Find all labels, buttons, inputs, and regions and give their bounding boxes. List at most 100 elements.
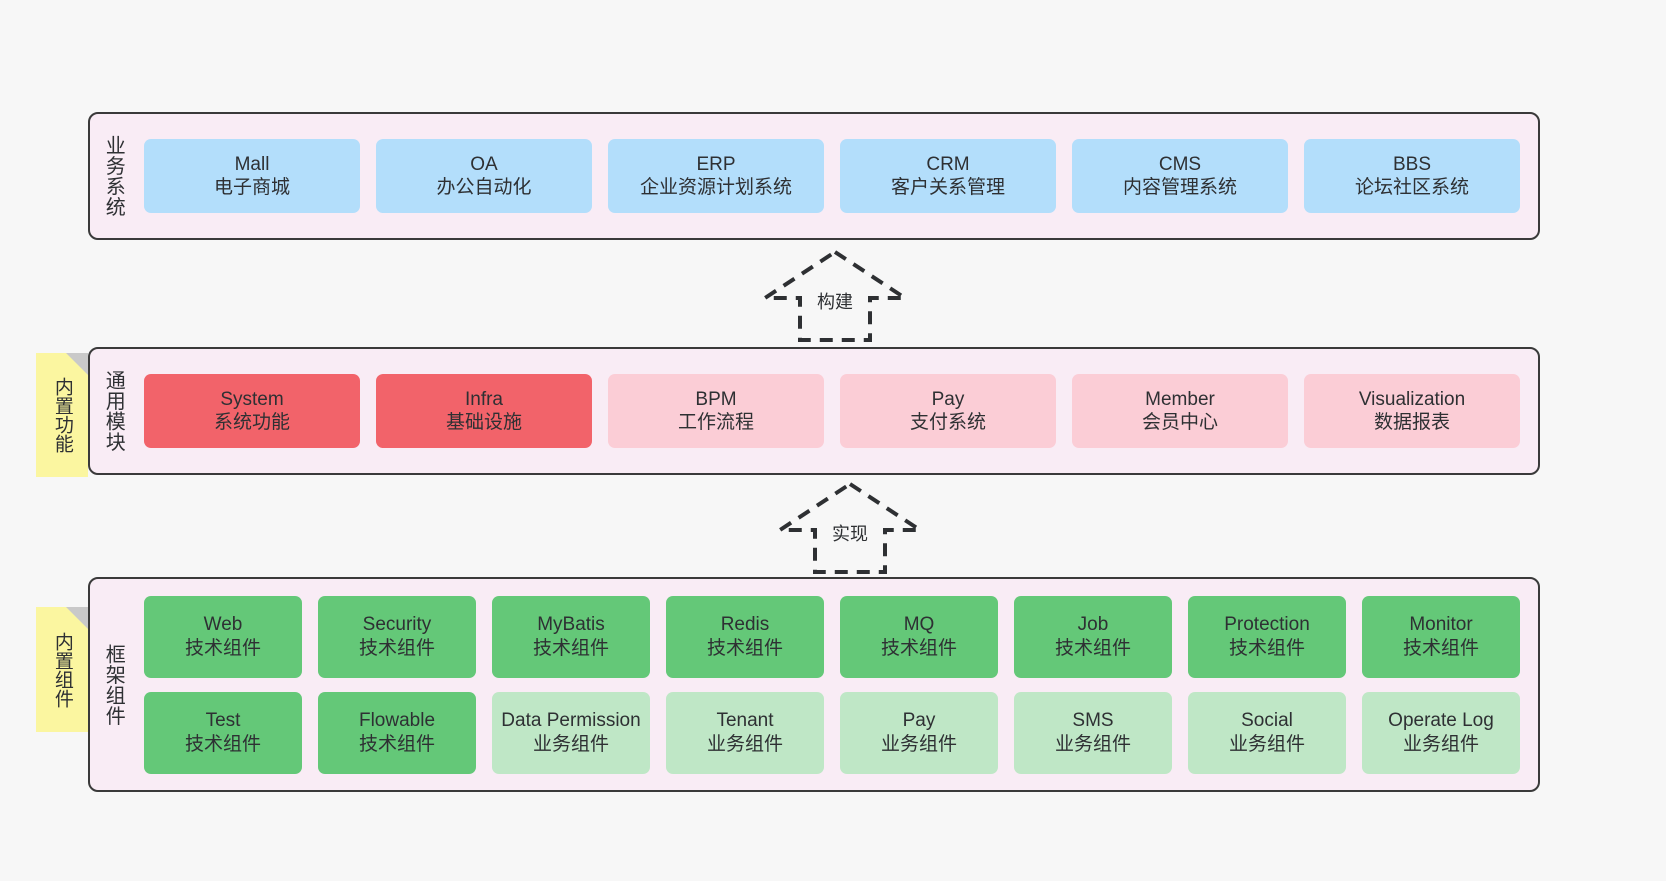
node-mybatis-name: MyBatis (537, 614, 605, 636)
node-monitor-sub: 技术组件 (1402, 637, 1479, 659)
node-web-name: Web (203, 614, 243, 636)
arrow-build-icon (758, 249, 912, 342)
node-flowable-sub: 技术组件 (358, 733, 435, 755)
node-cms[interactable]: CMS 内容管理系统 (1072, 139, 1288, 213)
node-mq-sub: 技术组件 (880, 637, 957, 659)
node-bpm-sub: 工作流程 (677, 412, 754, 433)
node-member-sub: 会员中心 (1141, 412, 1218, 433)
node-mall-name: Mall (234, 153, 270, 175)
node-visualization-sub: 数据报表 (1373, 412, 1450, 433)
band-modules-body: System 系统功能 Infra 基础设施 BPM 工作流程 Pay 支付系统… (136, 349, 1538, 473)
node-data-permission-sub: 业务组件 (532, 733, 609, 755)
node-data-permission[interactable]: Data Permission 业务组件 (492, 691, 650, 774)
node-operate-log-name: Operate Log (1388, 710, 1494, 732)
node-mall[interactable]: Mall 电子商城 (144, 139, 360, 213)
node-monitor-name: Monitor (1409, 614, 1473, 636)
arrow-realize-icon (773, 481, 927, 574)
node-data-permission-name: Data Permission (501, 710, 641, 732)
band-business-row: Mall 电子商城 OA 办公自动化 ERP 企业资源计划系统 CRM 客户关系… (136, 139, 1528, 213)
node-social[interactable]: Social 业务组件 (1188, 691, 1346, 774)
node-tenant-sub: 业务组件 (706, 733, 783, 755)
node-infra-sub: 基础设施 (445, 412, 522, 433)
band-business-body: Mall 电子商城 OA 办公自动化 ERP 企业资源计划系统 CRM 客户关系… (136, 114, 1538, 238)
node-bbs-sub: 论坛社区系统 (1354, 177, 1469, 198)
node-sms[interactable]: SMS 业务组件 (1014, 691, 1172, 774)
node-protection-name: Protection (1224, 614, 1310, 636)
band-framework-title: 框架组件 (102, 643, 125, 726)
band-business-title: 业务系统 (102, 135, 125, 217)
node-security-sub: 技术组件 (358, 637, 435, 659)
note-builtin-functions: 内置功能 (36, 353, 88, 477)
node-mybatis[interactable]: MyBatis 技术组件 (492, 595, 650, 678)
band-framework-row-2: Test 技术组件 Flowable 技术组件 Data Permission … (136, 691, 1528, 774)
node-oa-name: OA (470, 153, 498, 175)
node-pay-module-sub: 支付系统 (909, 412, 986, 433)
node-social-sub: 业务组件 (1228, 733, 1305, 755)
node-system[interactable]: System 系统功能 (144, 374, 360, 448)
note-fold-icon (66, 353, 88, 375)
node-security-name: Security (362, 614, 432, 636)
node-pay-component-name: Pay (902, 710, 936, 732)
node-operate-log-sub: 业务组件 (1402, 733, 1479, 755)
node-crm-sub: 客户关系管理 (890, 177, 1005, 198)
node-mq[interactable]: MQ 技术组件 (840, 595, 998, 678)
node-crm[interactable]: CRM 客户关系管理 (840, 139, 1056, 213)
band-framework-row-1: Web 技术组件 Security 技术组件 MyBatis 技术组件 Redi… (136, 595, 1528, 678)
node-monitor[interactable]: Monitor 技术组件 (1362, 595, 1520, 678)
band-modules-row: System 系统功能 Infra 基础设施 BPM 工作流程 Pay 支付系统… (136, 374, 1528, 448)
node-flowable[interactable]: Flowable 技术组件 (318, 691, 476, 774)
node-infra-name: Infra (464, 388, 504, 410)
node-redis-name: Redis (720, 614, 770, 636)
band-framework-components: 框架组件 Web 技术组件 Security 技术组件 MyBatis 技术组件… (88, 577, 1540, 792)
node-bpm-name: BPM (695, 388, 737, 410)
node-social-name: Social (1241, 710, 1293, 732)
band-modules-title: 通用模块 (102, 370, 125, 452)
node-bbs-name: BBS (1392, 153, 1432, 175)
node-erp-sub: 企业资源计划系统 (639, 177, 792, 198)
node-crm-name: CRM (926, 153, 970, 175)
note-builtin-components-label: 内置组件 (51, 631, 73, 708)
node-job-name: Job (1077, 614, 1109, 636)
node-operate-log[interactable]: Operate Log 业务组件 (1362, 691, 1520, 774)
node-job-sub: 技术组件 (1054, 637, 1131, 659)
node-oa-sub: 办公自动化 (436, 177, 532, 198)
arrow-realize-label: 实现 (832, 524, 868, 544)
node-visualization[interactable]: Visualization 数据报表 (1304, 374, 1520, 448)
node-redis[interactable]: Redis 技术组件 (666, 595, 824, 678)
node-tenant-name: Tenant (716, 710, 774, 732)
node-infra[interactable]: Infra 基础设施 (376, 374, 592, 448)
node-protection[interactable]: Protection 技术组件 (1188, 595, 1346, 678)
node-member[interactable]: Member 会员中心 (1072, 374, 1288, 448)
node-sms-name: SMS (1072, 710, 1114, 732)
note-builtin-components: 内置组件 (36, 607, 88, 732)
node-security[interactable]: Security 技术组件 (318, 595, 476, 678)
node-cms-sub: 内容管理系统 (1122, 177, 1237, 198)
node-web[interactable]: Web 技术组件 (144, 595, 302, 678)
node-job[interactable]: Job 技术组件 (1014, 595, 1172, 678)
node-cms-name: CMS (1158, 153, 1202, 175)
node-mall-sub: 电子商城 (213, 177, 290, 198)
node-mybatis-sub: 技术组件 (532, 637, 609, 659)
node-protection-sub: 技术组件 (1228, 637, 1305, 659)
node-mq-name: MQ (903, 614, 935, 636)
node-pay-module[interactable]: Pay 支付系统 (840, 374, 1056, 448)
arrow-build: 构建 (758, 248, 912, 344)
node-web-sub: 技术组件 (184, 637, 261, 659)
node-tenant[interactable]: Tenant 业务组件 (666, 691, 824, 774)
node-visualization-name: Visualization (1358, 388, 1466, 410)
node-bpm[interactable]: BPM 工作流程 (608, 374, 824, 448)
node-sms-sub: 业务组件 (1054, 733, 1131, 755)
node-erp-name: ERP (696, 153, 736, 175)
node-test-sub: 技术组件 (184, 733, 261, 755)
band-common-modules: 通用模块 System 系统功能 Infra 基础设施 BPM 工作流程 Pay… (88, 347, 1540, 475)
arrow-realize: 实现 (773, 480, 927, 576)
node-erp[interactable]: ERP 企业资源计划系统 (608, 139, 824, 213)
note-builtin-functions-label: 内置功能 (51, 377, 73, 453)
node-test[interactable]: Test 技术组件 (144, 691, 302, 774)
node-pay-module-name: Pay (931, 388, 965, 410)
node-bbs[interactable]: BBS 论坛社区系统 (1304, 139, 1520, 213)
node-pay-component[interactable]: Pay 业务组件 (840, 691, 998, 774)
arrow-build-label: 构建 (817, 292, 853, 312)
node-oa[interactable]: OA 办公自动化 (376, 139, 592, 213)
node-redis-sub: 技术组件 (706, 637, 783, 659)
